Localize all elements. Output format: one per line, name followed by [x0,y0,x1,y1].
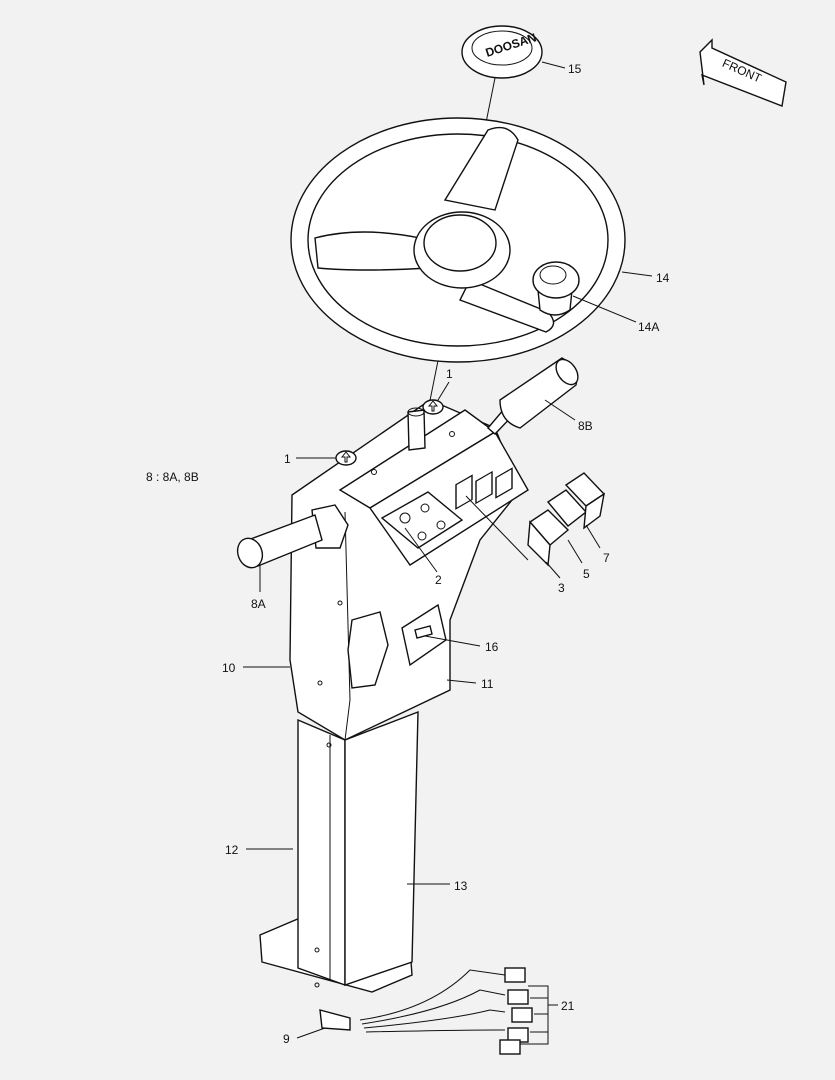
label-12: 12 [225,843,239,857]
lever-8b [487,357,579,435]
spinner-knob [532,261,580,316]
label-8a: 8A [251,597,266,611]
label-5: 5 [583,567,590,581]
front-arrow: FRONT [699,38,787,107]
label-14a: 14A [638,320,659,334]
label-1-left: 1 [284,452,291,466]
bolt-left [335,450,357,466]
note-8: 8 : 8A, 8B [146,470,199,484]
label-10: 10 [222,661,236,675]
label-14: 14 [656,271,670,285]
label-16: 16 [485,640,499,654]
label-15: 15 [568,62,582,76]
label-8b: 8B [578,419,593,433]
label-1-top: 1 [446,367,453,381]
label-2: 2 [435,573,442,587]
shaft-connector [407,407,426,451]
column-lower-housing [259,710,419,1031]
lever-8a [236,504,349,569]
steering-wheel [290,117,626,363]
label-13: 13 [454,879,468,893]
bolt-top [422,399,444,415]
label-9: 9 [283,1032,290,1046]
rocker-switches [527,472,606,567]
wiring-harness [359,967,533,1055]
label-3: 3 [558,581,565,595]
label-11: 11 [481,677,494,691]
label-7: 7 [603,551,610,565]
horn-button: DOOSAN [461,25,543,79]
label-21: 21 [561,999,575,1013]
